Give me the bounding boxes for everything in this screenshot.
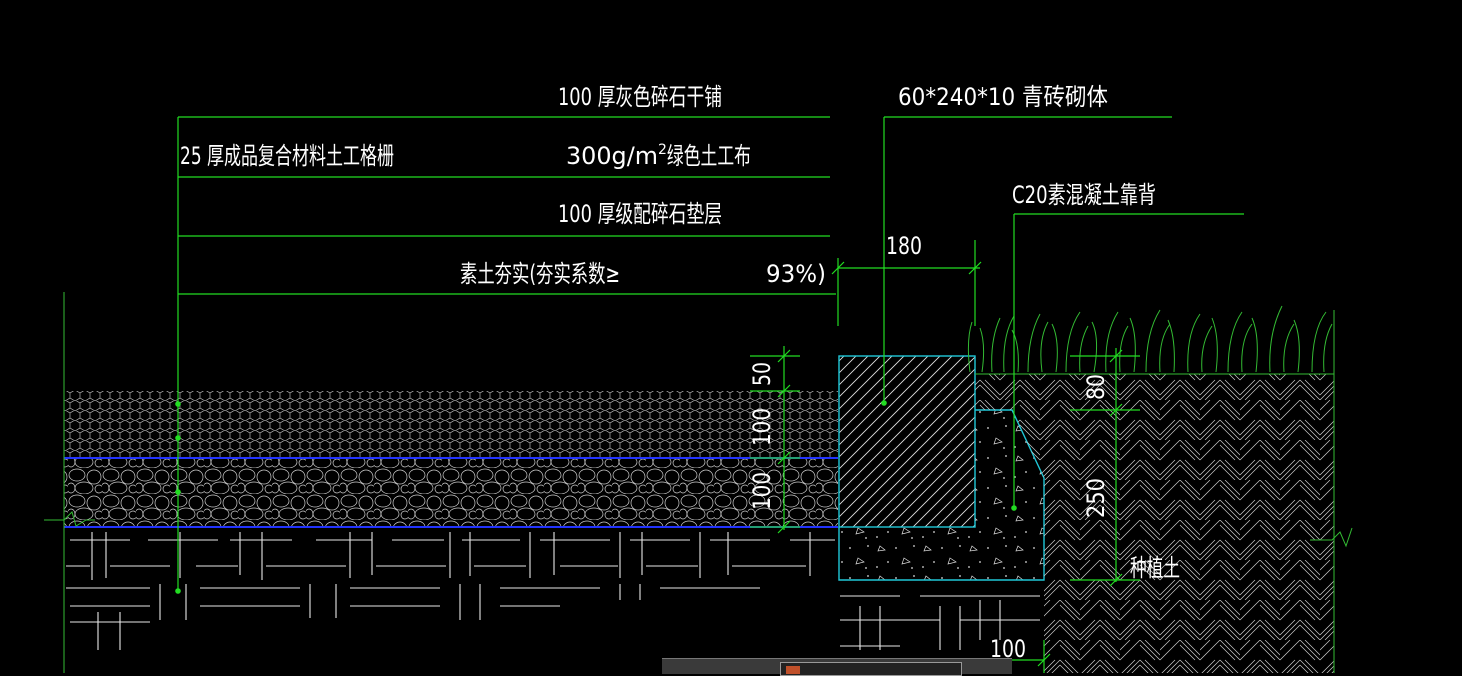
geogrid-label: 25 厚成品复合材料土工格栅 <box>180 142 394 170</box>
geotextile-suffix: 绿色土工布 <box>667 142 751 170</box>
left-break-symbol <box>44 511 95 527</box>
layer-color-swatch <box>786 666 800 674</box>
compacted-soil-hatch <box>66 532 835 650</box>
dim-250: 250 <box>1082 478 1110 518</box>
dim-100-upper: 100 <box>748 408 776 446</box>
planting-soil-label: 种植土 <box>1130 554 1180 582</box>
soil-under-curb <box>840 595 1040 650</box>
compaction-label: 素土夯实(夯实系数≥ <box>460 260 620 288</box>
planting-soil <box>975 310 1353 673</box>
dimension-lines <box>750 240 1140 673</box>
concrete-backing-label: C20素混凝土靠背 <box>1012 181 1156 209</box>
layer-dropdown[interactable] <box>780 662 962 676</box>
compaction-value: 93%) <box>766 260 826 288</box>
pavement-layers <box>44 292 838 673</box>
graded-gravel-layer <box>64 459 838 526</box>
brick-curb <box>838 355 976 528</box>
gravel-surface-label: 100 厚灰色碎石干铺 <box>558 83 722 111</box>
dim-100-lower: 100 <box>748 472 776 510</box>
leader-lines <box>175 116 1244 594</box>
geotextile-label: 300g/m2绿色土工布 <box>566 142 751 170</box>
dim-50: 50 <box>748 362 776 386</box>
gravel-surface-layer <box>64 391 838 457</box>
status-toolbar[interactable] <box>662 658 1012 676</box>
graded-gravel-label: 100 厚级配碎石垫层 <box>558 200 722 228</box>
grass <box>967 305 1333 373</box>
geotextile-prefix: 300g/m <box>566 142 658 170</box>
dim-80: 80 <box>1082 374 1110 400</box>
curb-width-dimension: 180 <box>886 232 922 260</box>
brick-label: 60*240*10 青砖砌体 <box>898 83 1108 111</box>
right-break-symbol <box>1310 527 1353 548</box>
geotextile-superscript: 2 <box>658 142 667 158</box>
